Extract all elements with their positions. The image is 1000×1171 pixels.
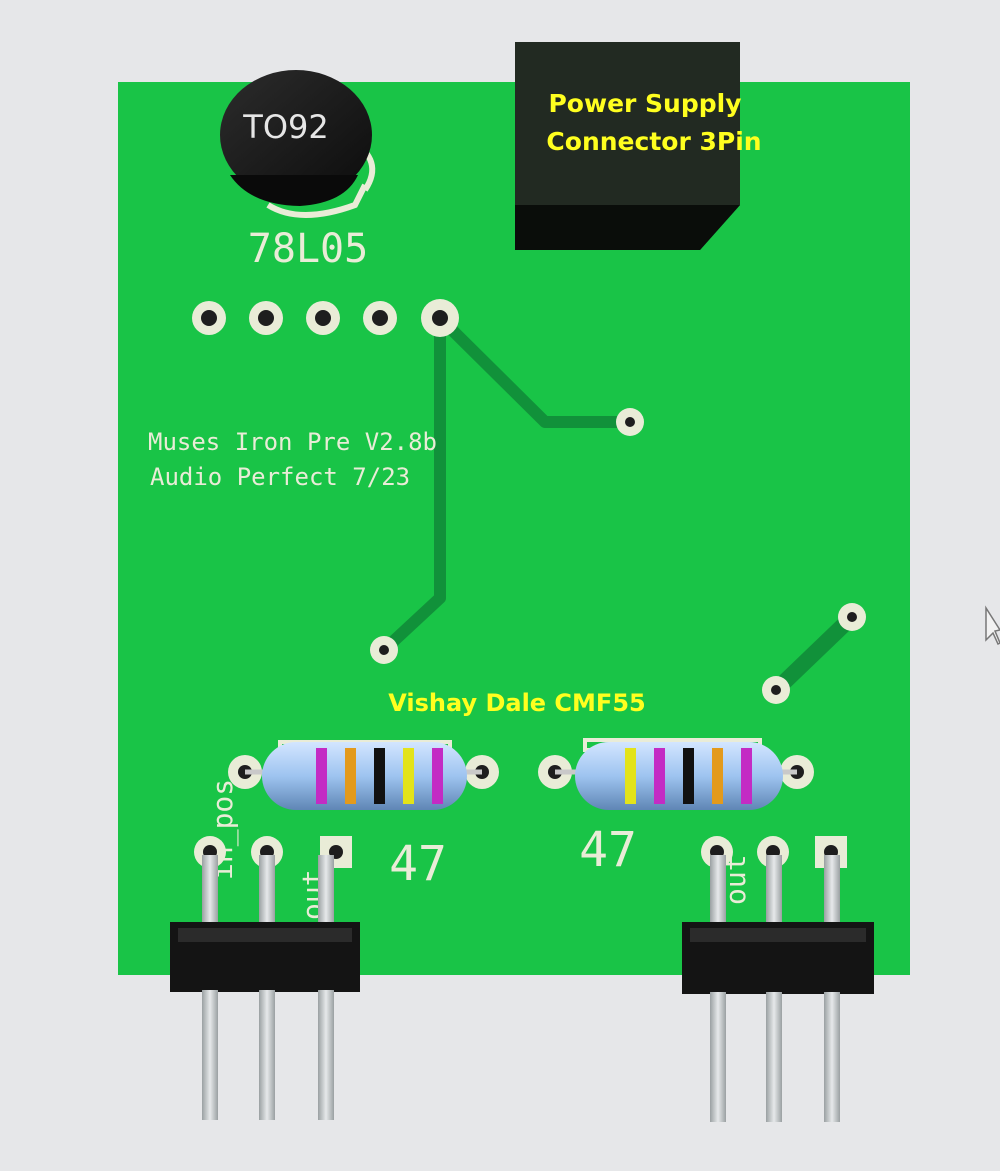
trace-lower-right: [768, 609, 860, 698]
trace-right: [434, 312, 636, 428]
resistor-band: [683, 748, 694, 804]
resistor-band: [403, 748, 414, 804]
resistor-band: [654, 748, 665, 804]
connector-annotation-line1: Power Supply: [548, 89, 741, 118]
regulator-body: [220, 70, 372, 200]
header-pin: [824, 855, 840, 935]
header-pin: [259, 855, 275, 935]
pcb-board: [118, 82, 910, 975]
resistor-band: [712, 748, 723, 804]
connector-top-face: [515, 42, 740, 205]
header-pin: [710, 992, 726, 1122]
copper-traces: [378, 312, 860, 698]
header-housing-highlight: [178, 928, 352, 942]
header-pin: [318, 855, 334, 935]
pad: [421, 299, 459, 337]
power-connector: Power Supply Connector 3Pin: [515, 42, 762, 250]
resistor-left: [228, 740, 499, 810]
resistor-left-value: 47: [389, 836, 447, 892]
mouse-cursor-icon: [985, 605, 1000, 646]
header-pin: [710, 855, 726, 935]
resistor-right-bands: [625, 748, 752, 804]
via: [616, 408, 644, 436]
header-housing-highlight: [690, 928, 866, 942]
resistor-band: [741, 748, 752, 804]
pin-header-right: [682, 855, 874, 1122]
trace-left: [378, 312, 446, 656]
header-pin: [259, 990, 275, 1120]
pad: [192, 301, 226, 335]
resistor-band: [374, 748, 385, 804]
via: [838, 603, 866, 631]
regulator-to92: TO92 78L05: [220, 70, 376, 272]
pad: [363, 301, 397, 335]
board-title-line1: Muses Iron Pre V2.8b: [148, 428, 437, 456]
via: [762, 676, 790, 704]
resistor-left-body: [262, 742, 467, 810]
resistor-band: [625, 748, 636, 804]
resistor-right-value: 47: [579, 822, 637, 878]
resistor-annotation: Vishay Dale CMF55: [388, 689, 645, 717]
regulator-silk-outline: [266, 183, 368, 218]
via: [370, 636, 398, 664]
header-pin: [318, 990, 334, 1120]
header-pin: [824, 992, 840, 1122]
header-pin: [202, 855, 218, 935]
resistor-band: [432, 748, 443, 804]
pin-header-left: [170, 855, 360, 1120]
resistor-left-bands: [316, 748, 443, 804]
regulator-shadow: [230, 175, 358, 206]
connector-front-face: [515, 205, 740, 250]
resistor-band: [316, 748, 327, 804]
header-pin: [766, 992, 782, 1122]
header-pin: [766, 855, 782, 935]
package-label: TO92: [242, 108, 328, 146]
pad: [306, 301, 340, 335]
resistor-right: [538, 738, 814, 810]
pad-row: [192, 299, 459, 337]
board-title-line2: Audio Perfect 7/23: [150, 463, 410, 491]
regulator-label: 78L05: [248, 226, 368, 272]
header-pin: [202, 990, 218, 1120]
pad: [249, 301, 283, 335]
connector-annotation-line2: Connector 3Pin: [546, 127, 761, 156]
resistor-band: [345, 748, 356, 804]
